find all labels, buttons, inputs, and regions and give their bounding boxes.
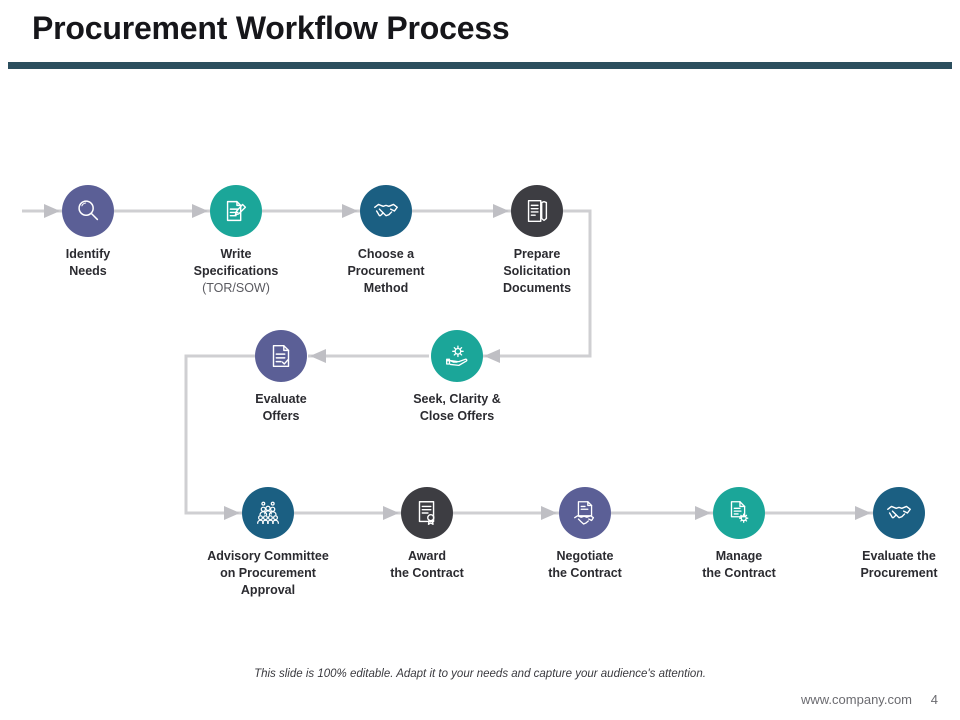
arrow-left-1 — [484, 349, 500, 363]
editable-note: This slide is 100% editable. Adapt it to… — [254, 668, 706, 680]
node-icon-circle — [210, 185, 262, 237]
node-choose-procurement-method[interactable]: Choose a Procurement Method — [306, 185, 466, 297]
node-label: Manage the Contract — [702, 549, 776, 580]
node-icon-circle — [511, 185, 563, 237]
node-write-specifications[interactable]: Write Specifications (TOR/SOW) — [156, 185, 316, 297]
node-icon-circle — [62, 185, 114, 237]
arrow-right-5 — [383, 506, 399, 520]
node-icon-circle — [401, 487, 453, 539]
node-icon-circle — [713, 487, 765, 539]
arrow-right-entry — [44, 204, 60, 218]
arrow-right-7 — [695, 506, 711, 520]
arrow-right-3 — [493, 204, 509, 218]
connector-row2-row3 — [184, 354, 255, 515]
checklist-icon — [272, 344, 290, 368]
node-manage-contract[interactable]: Manage the Contract — [659, 487, 819, 582]
node-seek-clarity-close-offers[interactable]: Seek, Clarity & Close Offers — [377, 330, 537, 425]
node-label: Negotiate the Contract — [548, 549, 622, 580]
document-gear-icon — [730, 501, 749, 523]
node-label: Evaluate the Procurement — [860, 549, 938, 580]
people-group-icon — [257, 501, 279, 524]
node-advisory-committee-approval[interactable]: Advisory Committee on Procurement Approv… — [188, 487, 348, 599]
node-negotiate-contract[interactable]: Negotiate the Contract — [505, 487, 665, 582]
node-label: Write Specifications — [193, 247, 279, 278]
certificate-icon — [418, 501, 435, 525]
node-icon-circle — [873, 487, 925, 539]
arrow-right-8 — [855, 506, 871, 520]
node-award-contract[interactable]: Award the Contract — [347, 487, 507, 582]
title-divider — [8, 62, 952, 69]
node-label: Identify Needs — [65, 247, 111, 278]
node-icon-circle — [559, 487, 611, 539]
node-label: Advisory Committee on Procurement Approv… — [207, 549, 329, 597]
node-label: Evaluate Offers — [255, 392, 307, 423]
node-sublabel: (TOR/SOW) — [202, 281, 270, 295]
arrow-right-1 — [192, 204, 208, 218]
node-icon-circle — [431, 330, 483, 382]
node-evaluate-procurement[interactable]: Evaluate the Procurement — [819, 487, 960, 582]
arrowheads — [44, 204, 871, 520]
gear-in-hand-icon — [446, 345, 468, 367]
slide-header: Procurement Workflow Process — [0, 0, 960, 72]
arrow-right-6 — [541, 506, 557, 520]
handshake-icon — [887, 505, 911, 519]
handshake-icon — [374, 203, 398, 217]
connector-row1-row2 — [481, 209, 592, 358]
document-pencil-icon — [527, 199, 548, 223]
magnifier-icon — [78, 200, 99, 221]
node-label: Seek, Clarity & Close Offers — [413, 392, 501, 423]
node-icon-circle — [255, 330, 307, 382]
arrow-right-4 — [224, 506, 240, 520]
arrow-right-2 — [342, 204, 358, 218]
page-title: Procurement Workflow Process — [32, 10, 510, 46]
node-label: Prepare Solicitation Documents — [502, 247, 572, 295]
arrow-left-2 — [310, 349, 326, 363]
node-evaluate-offers[interactable]: Evaluate Offers — [201, 330, 361, 425]
node-label: Award the Contract — [390, 549, 464, 580]
node-label: Choose a Procurement Method — [347, 247, 425, 295]
node-icon-circle — [360, 185, 412, 237]
document-pen-icon — [226, 200, 247, 222]
page-number: 4 — [930, 692, 938, 707]
node-prepare-solicitation-documents[interactable]: Prepare Solicitation Documents — [457, 185, 617, 297]
document-handshake-icon — [574, 501, 595, 525]
site-url: www.company.com — [800, 692, 912, 707]
node-icon-circle — [242, 487, 294, 539]
node-identify-needs[interactable]: Identify Needs — [8, 185, 168, 280]
